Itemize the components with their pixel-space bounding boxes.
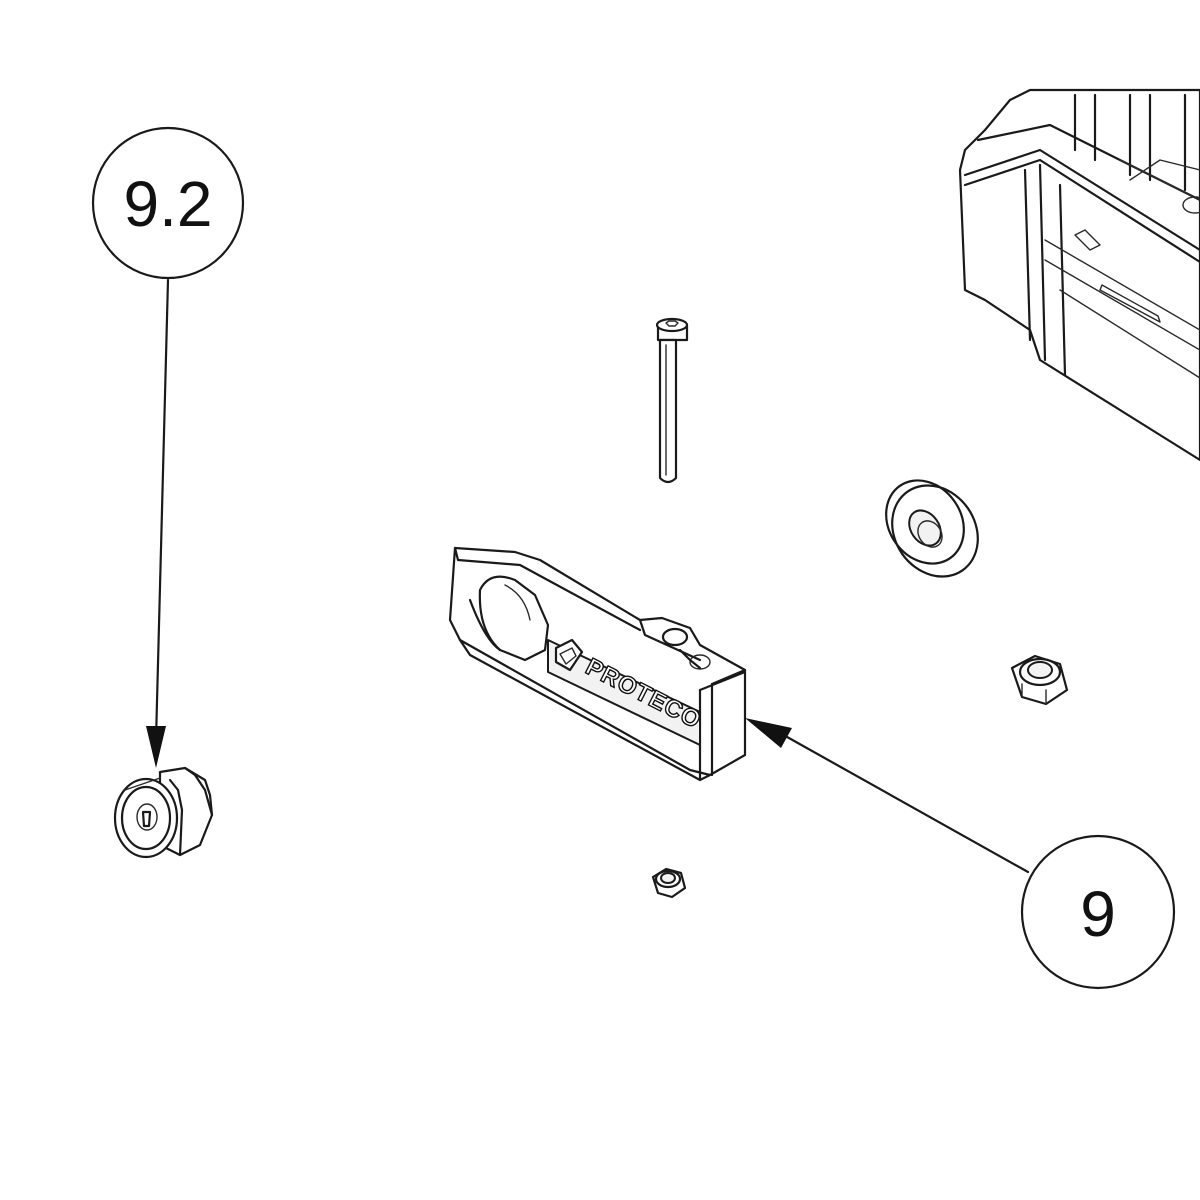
callout-9-2: 9.2 <box>91 126 245 768</box>
leader-line-9-2 <box>154 278 170 742</box>
arrowhead-9 <box>745 718 792 748</box>
hex-nut-small <box>651 867 687 899</box>
callout-9-circle <box>1020 834 1176 990</box>
callout-9-2-circle <box>91 126 245 280</box>
callout-9-2-label: 9.2 <box>124 168 213 240</box>
gearbox-housing <box>958 88 1200 462</box>
socket-head-bolt <box>655 317 689 484</box>
lock-cylinder <box>113 766 214 859</box>
arrowhead-9-2 <box>146 726 166 768</box>
release-lever-cover: PROTECO <box>448 546 747 782</box>
leader-line-9 <box>778 731 1030 874</box>
callout-9: 9 <box>745 718 1176 990</box>
callout-9-label: 9 <box>1080 878 1116 950</box>
washer <box>885 479 979 578</box>
hex-nut-large <box>1010 654 1069 706</box>
